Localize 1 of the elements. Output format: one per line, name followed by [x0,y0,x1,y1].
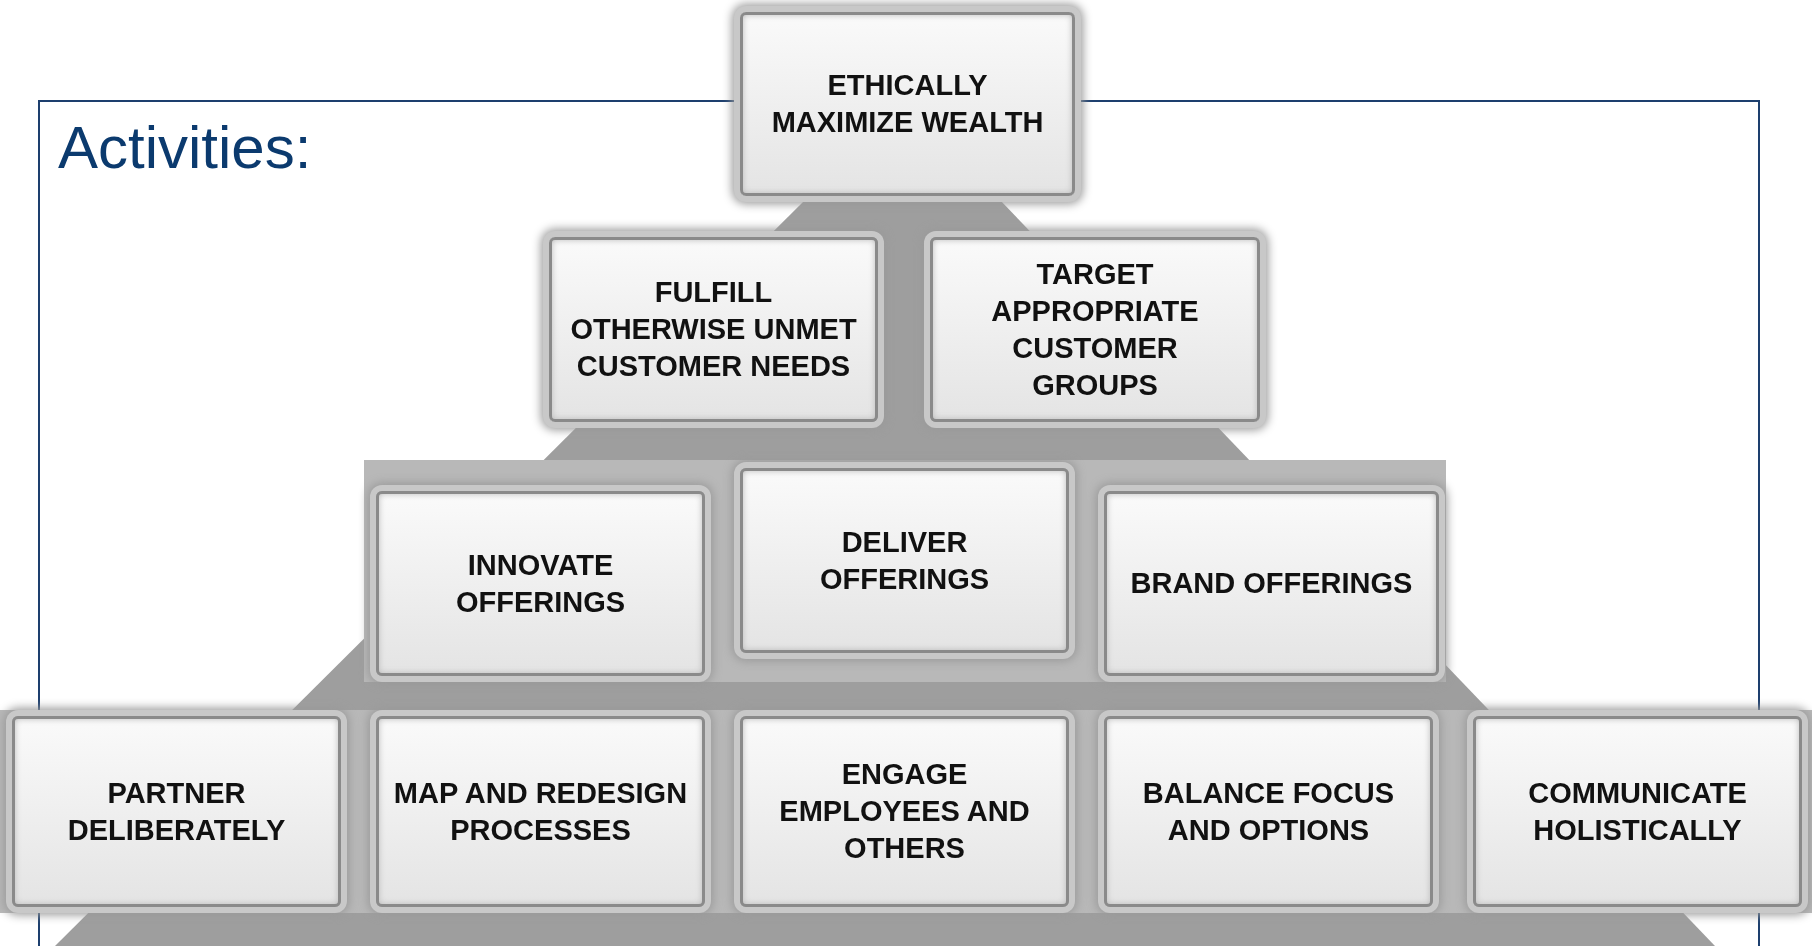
heading: Activities: [58,118,312,178]
